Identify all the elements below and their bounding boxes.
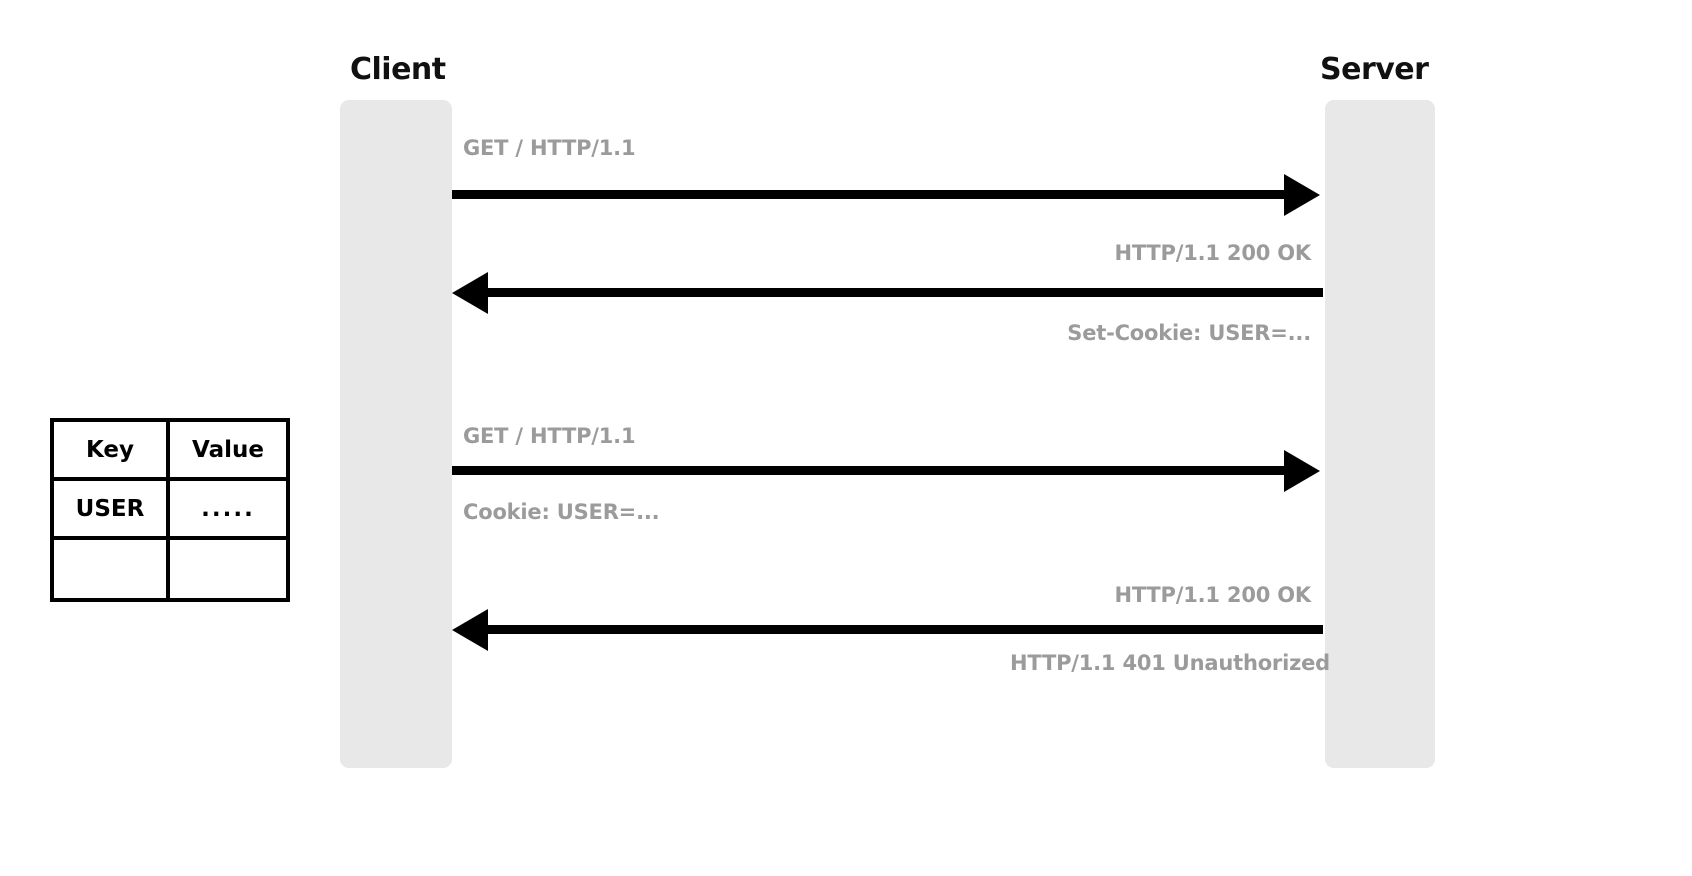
message-label-4-above: HTTP/1.1 200 OK: [1114, 583, 1311, 607]
table-cell-key-empty: [50, 536, 170, 602]
message-label-1-above: GET / HTTP/1.1: [463, 136, 636, 160]
message-label-2-above: HTTP/1.1 200 OK: [1114, 241, 1311, 265]
cookie-store-table: Key Value USER .....: [50, 418, 290, 602]
table-row: [50, 536, 290, 602]
table-header-key: Key: [50, 418, 170, 481]
message-label-2-below: Set-Cookie: USER=...: [1067, 321, 1311, 345]
lifeline-bar-server: [1325, 100, 1435, 768]
message-label-3-below: Cookie: USER=...: [463, 500, 660, 524]
actor-label-server: Server: [1320, 52, 1429, 87]
lifeline-bar-client: [340, 100, 452, 768]
actor-label-client: Client: [350, 52, 446, 87]
table-header-value: Value: [166, 418, 290, 481]
table-row: USER .....: [50, 477, 290, 540]
message-label-3-above: GET / HTTP/1.1: [463, 424, 636, 448]
message-label-4-below: HTTP/1.1 401 Unauthorized: [1009, 651, 1330, 675]
table-cell-value-user: .....: [166, 477, 290, 540]
table-header-row: Key Value: [50, 418, 290, 481]
table-cell-value-empty: [166, 536, 290, 602]
table-cell-key-user: USER: [50, 477, 170, 540]
